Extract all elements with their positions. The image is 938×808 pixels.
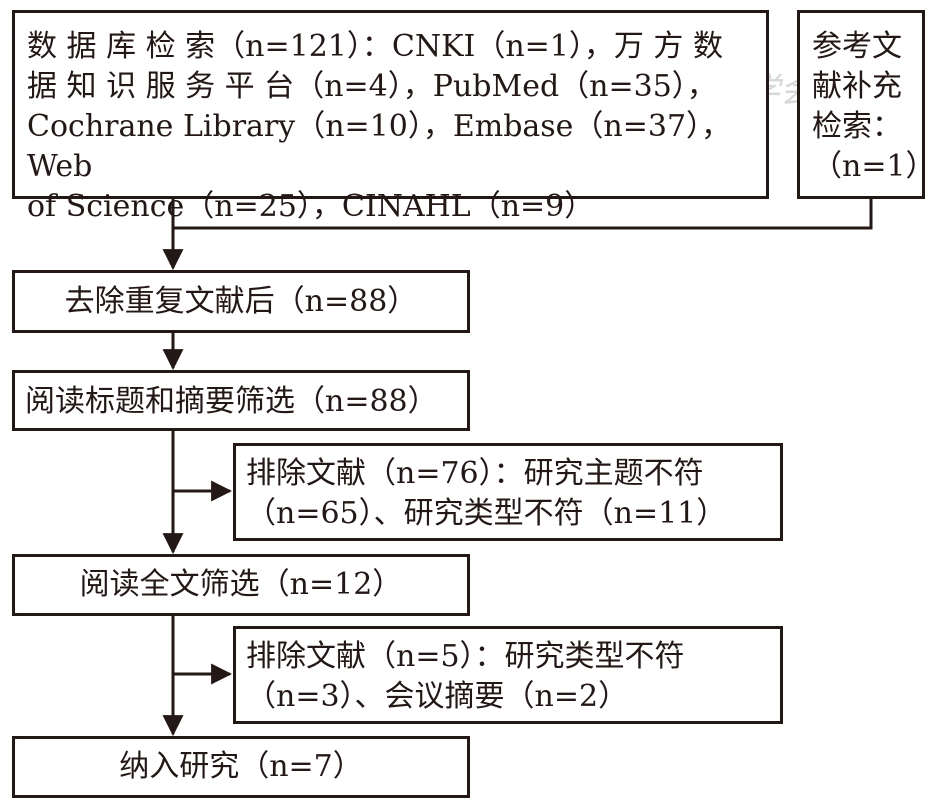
fulltext-box: 阅读全文筛选（n=12）: [12, 554, 470, 616]
db-line-2: 据 知 识 服 务 平 台（n=4），PubMed（n=35），: [27, 69, 717, 104]
exclude1-line-1: 排除文献（n=76）：研究主题不符: [246, 456, 704, 491]
ref-line-3: 检索：: [812, 109, 902, 144]
title-abstract-box: 阅读标题和摘要筛选（n=88）: [12, 370, 470, 431]
reference-supplement-box: 参考文 献补充 检索： （n=1）: [797, 10, 936, 199]
exclusion-box-2: 排除文献（n=5）：研究类型不符 （n=3）、会议摘要（n=2）: [233, 626, 783, 724]
title-abstract-text: 阅读标题和摘要筛选（n=88）: [25, 384, 438, 419]
ref-line-4: （n=1）: [812, 149, 936, 184]
included-text: 纳入研究（n=7）: [119, 749, 363, 784]
db-line-1: 数 据 库 检 索（n=121）：CNKI（n=1），万 方 数: [27, 29, 723, 64]
dedup-text: 去除重复文献后（n=88）: [64, 283, 418, 319]
exclude1-line-2: （n=65）、研究类型不符（n=11）: [246, 496, 727, 531]
db-line-3: Cochrane Library（n=10），Embase（n=37），Web: [27, 109, 732, 184]
ref-line-1: 参考文: [812, 29, 902, 64]
db-line-4: of Science（n=25），CINAHL（n=9）: [27, 189, 595, 224]
merge-line-right: [173, 199, 873, 230]
database-search-box: 数 据 库 检 索（n=121）：CNKI（n=1），万 方 数 据 知 识 服…: [12, 10, 769, 224]
ref-line-2: 献补充: [812, 69, 902, 104]
included-box: 纳入研究（n=7）: [12, 736, 470, 798]
exclusion-box-1: 排除文献（n=76）：研究主题不符 （n=65）、研究类型不符（n=11）: [233, 443, 783, 541]
dedup-box: 去除重复文献后（n=88）: [12, 270, 470, 333]
fulltext-text: 阅读全文筛选（n=12）: [79, 567, 403, 602]
exclude2-line-2: （n=3）、会议摘要（n=2）: [246, 679, 629, 714]
exclude2-line-1: 排除文献（n=5）：研究类型不符: [246, 639, 685, 674]
